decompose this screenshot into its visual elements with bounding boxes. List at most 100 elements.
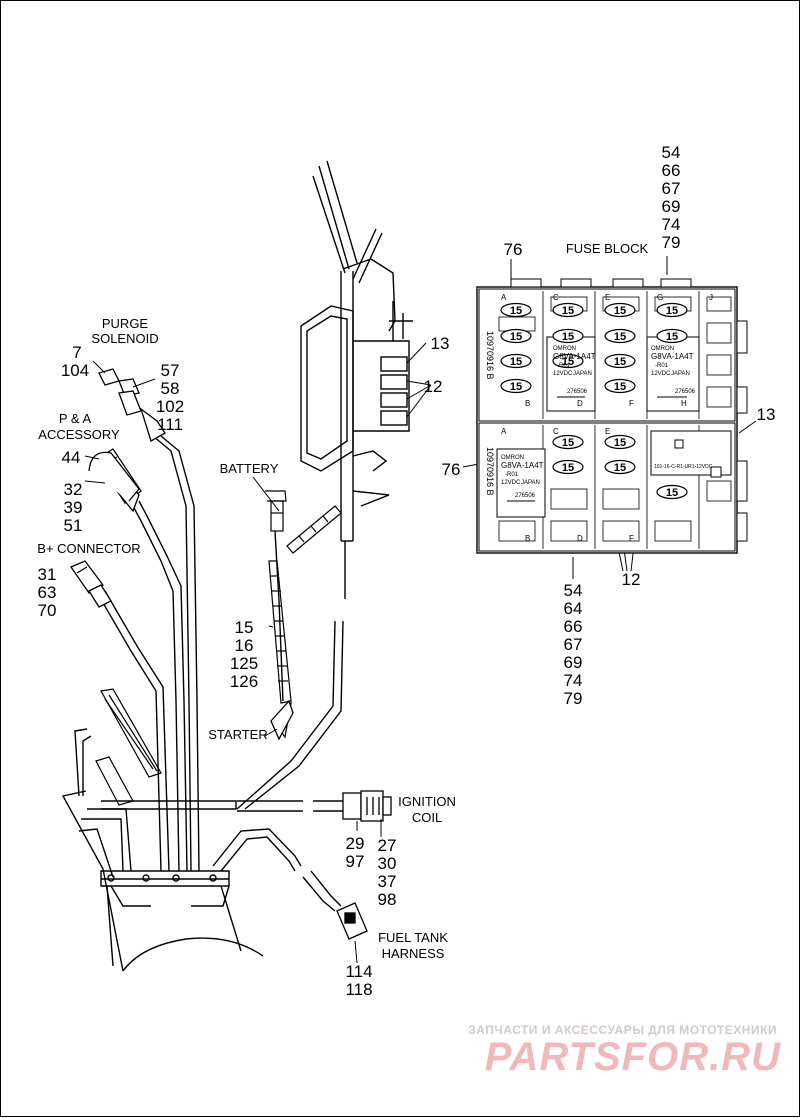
callout-76-bottom: 76 [442,460,461,479]
svg-text:15: 15 [510,331,522,343]
svg-text:COIL: COIL [412,810,442,825]
svg-text:98: 98 [378,890,397,909]
svg-text:15: 15 [614,381,626,393]
svg-text:C: C [553,293,559,302]
fuse-block-fuses: 15 15 15 15 15 15 15 15 [500,302,688,500]
svg-text:7: 7 [72,343,81,362]
purge-solenoid-callout: PURGE SOLENOID 7 104 57 58 102 111 [61,316,184,434]
svg-text:G8VA-1A4T: G8VA-1A4T [501,461,544,470]
callout-13-fuse-block: 13 [757,405,776,424]
svg-text:G8VA-1A4T: G8VA-1A4T [651,352,694,361]
starter-callout: 15 16 125 126 STARTER [208,618,267,742]
relay-label: OMRON G8VA-1A4T -R01 12VDC JAPAN 276506 [501,455,544,499]
svg-text:OMRON: OMRON [651,346,674,352]
fuse: 15 [604,328,636,344]
svg-text:FUSE BLOCK: FUSE BLOCK [566,241,649,256]
svg-text:12VDC: 12VDC [651,371,671,377]
svg-text:15: 15 [614,356,626,368]
svg-text:69: 69 [564,653,583,672]
callout-12-fuse-block: 12 [622,570,641,589]
fuse: 15 [500,302,532,318]
fuse: 15 [552,459,584,475]
callout-13-bracket: 13 [431,334,450,353]
fuse-block [476,278,748,554]
svg-text:15: 15 [510,356,522,368]
svg-text:ACCESSORY: ACCESSORY [38,427,120,442]
svg-text:15: 15 [614,437,626,449]
svg-text:B: B [525,534,530,543]
svg-text:15: 15 [562,331,574,343]
svg-text:-R01: -R01 [655,363,669,369]
fuse: 15 [604,459,636,475]
svg-text:FUEL TANK: FUEL TANK [378,930,448,945]
svg-text:E: E [605,293,610,302]
svg-text:125: 125 [230,654,258,673]
ignition-coil-callout: IGNITION COIL 29 97 27 30 37 98 [346,794,456,909]
corrugated-sleeves [95,490,342,806]
svg-text:OMRON: OMRON [553,346,576,352]
svg-text:PURGE: PURGE [102,316,149,331]
svg-text:79: 79 [564,689,583,708]
svg-text:H: H [681,399,687,408]
diode-label: 101-16-C-R1-UR1-12VDC [654,464,713,470]
callout-76-top: 76 [504,240,523,259]
fuse: 15 [604,302,636,318]
svg-text:A: A [501,427,507,436]
fuse: 15 [552,353,584,369]
svg-text:JAPAN: JAPAN [573,371,592,377]
svg-text:G: G [657,293,663,302]
fuse: 15 [604,353,636,369]
svg-text:15: 15 [510,381,522,393]
fuse: 15 [656,328,688,344]
svg-text:27: 27 [378,836,397,855]
svg-text:276506: 276506 [675,389,696,395]
svg-text:SOLENOID: SOLENOID [91,331,158,346]
svg-text:G8VA-1A4T: G8VA-1A4T [553,352,596,361]
wire-harness [74,435,344,912]
harness-bracket [61,790,264,972]
svg-text:32: 32 [64,480,83,499]
part-number-side: 10970916 B [485,331,495,380]
svg-text:66: 66 [564,617,583,636]
svg-text:HARNESS: HARNESS [382,946,445,961]
fuse: 15 [656,302,688,318]
svg-text:B: B [525,399,530,408]
svg-text:74: 74 [564,671,583,690]
svg-text:114: 114 [345,962,372,981]
svg-text:12VDC: 12VDC [553,371,573,377]
svg-text:JAPAN: JAPAN [521,480,540,486]
fuse: 15 [552,328,584,344]
fuse: 15 [656,484,688,500]
svg-text:74: 74 [662,215,681,234]
svg-text:F: F [629,534,634,543]
svg-text:64: 64 [564,599,583,618]
svg-text:C: C [553,427,559,436]
svg-text:63: 63 [38,583,57,602]
svg-text:58: 58 [161,379,180,398]
svg-text:15: 15 [510,305,522,317]
svg-text:JAPAN: JAPAN [671,371,690,377]
fuse: 15 [552,302,584,318]
svg-text:15: 15 [562,462,574,474]
svg-text:70: 70 [38,601,57,620]
relay-label: OMRON G8VA-1A4T -R01 12VDC JAPAN 276506 [553,346,596,395]
svg-text:54: 54 [662,143,681,162]
purge-solenoid-connector [98,368,166,442]
svg-text:15: 15 [614,331,626,343]
svg-text:102: 102 [156,397,184,416]
b-plus-connector [70,560,112,608]
fuse: 15 [552,434,584,450]
fuse: 15 [604,434,636,450]
svg-text:118: 118 [345,980,372,999]
svg-text:-R01: -R01 [557,363,571,369]
svg-text:276506: 276506 [515,493,536,499]
svg-text:67: 67 [662,179,681,198]
svg-text:66: 66 [662,161,681,180]
svg-text:44: 44 [62,448,81,467]
svg-text:IGNITION: IGNITION [398,794,456,809]
svg-text:29: 29 [346,834,365,853]
part-number-side: 10970916 B [485,447,495,496]
svg-text:-R01: -R01 [505,472,519,478]
